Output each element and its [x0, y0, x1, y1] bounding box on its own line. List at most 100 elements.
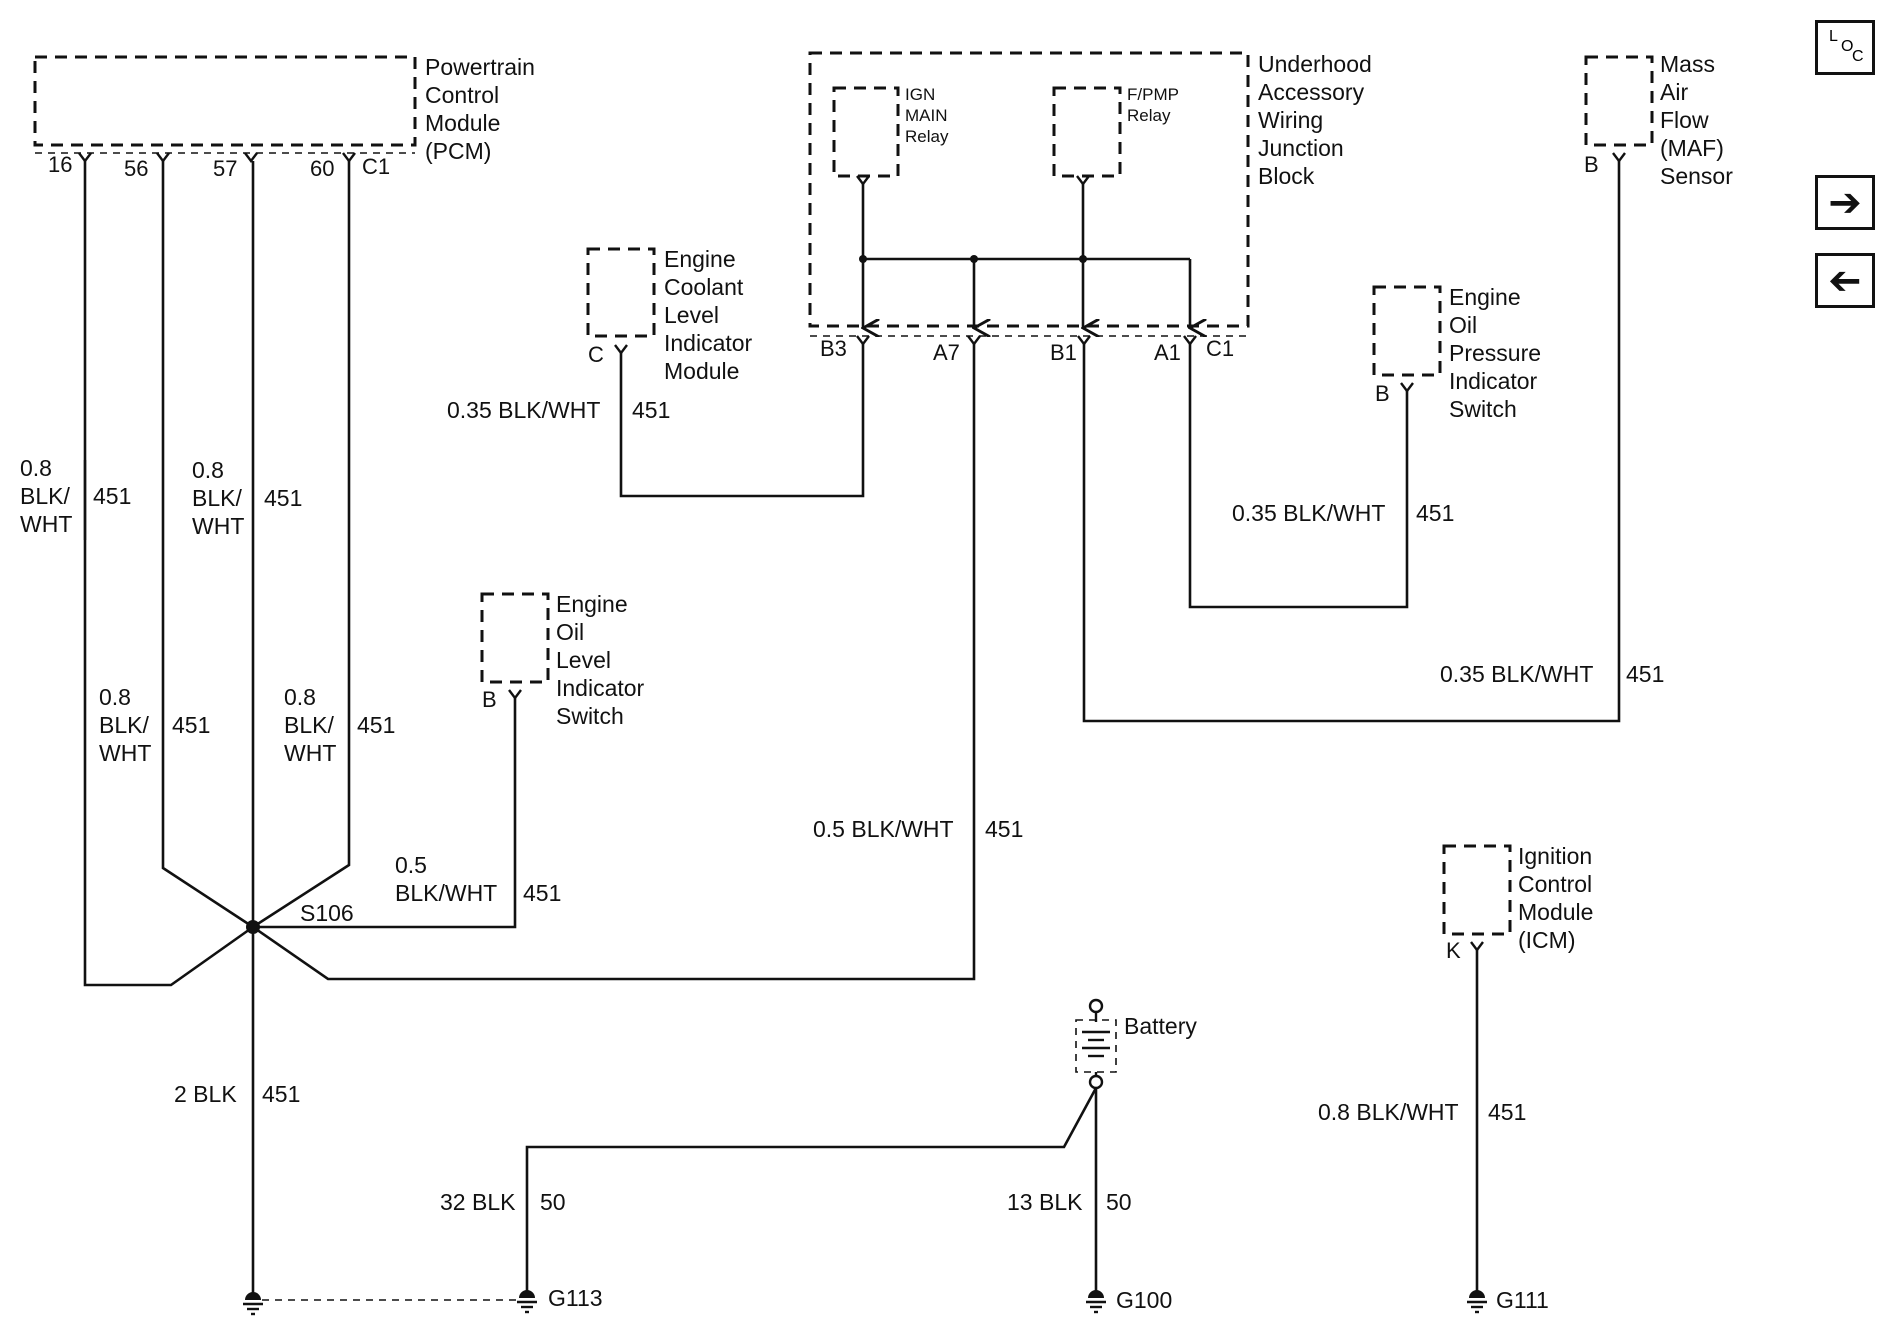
- svg-text:B3: B3: [820, 336, 847, 361]
- maf-sensor: Mass Air Flow (MAF) Sensor: [1584, 51, 1733, 189]
- svg-text:A1: A1: [1154, 340, 1181, 365]
- svg-text:BLK/WHT: BLK/WHT: [395, 880, 497, 906]
- icm-module: Ignition Control Module (ICM): [1442, 843, 1593, 953]
- svg-text:MAIN: MAIN: [905, 106, 948, 125]
- ground-label-g111: G111: [1496, 1287, 1549, 1313]
- svg-text:0.8: 0.8: [20, 455, 52, 481]
- svg-text:Relay: Relay: [1127, 106, 1171, 125]
- svg-text:Switch: Switch: [1449, 396, 1517, 422]
- svg-text:C1: C1: [1206, 336, 1234, 361]
- svg-text:Underhood: Underhood: [1258, 51, 1372, 77]
- svg-text:C: C: [588, 342, 604, 367]
- svg-text:B: B: [482, 687, 497, 712]
- svg-text:(ICM): (ICM): [1518, 927, 1575, 953]
- svg-text:0.5 BLK/WHT: 0.5 BLK/WHT: [813, 816, 954, 842]
- svg-text:C1: C1: [362, 154, 390, 179]
- svg-text:0.8 BLK/WHT: 0.8 BLK/WHT: [1318, 1099, 1459, 1125]
- svg-text:WHT: WHT: [20, 511, 72, 537]
- svg-text:Accessory: Accessory: [1258, 79, 1365, 105]
- ground-g111-icon: [1467, 1290, 1487, 1314]
- svg-text:(MAF): (MAF): [1660, 135, 1724, 161]
- svg-text:BLK/: BLK/: [284, 712, 334, 738]
- locator-button[interactable]: L O C: [1815, 20, 1875, 75]
- svg-text:Indicator: Indicator: [556, 675, 645, 701]
- svg-text:16: 16: [48, 152, 72, 177]
- svg-text:451: 451: [632, 397, 670, 423]
- svg-text:451: 451: [523, 880, 561, 906]
- battery: Battery: [1075, 998, 1197, 1090]
- ground-symbols: G113 G100 G111: [243, 1285, 1549, 1316]
- svg-text:Indicator: Indicator: [664, 330, 753, 356]
- splice-s106: [246, 920, 260, 934]
- svg-text:0.5: 0.5: [395, 852, 427, 878]
- locator-icon: L O C: [1829, 27, 1864, 65]
- ground-main-icon: [243, 1292, 263, 1316]
- svg-text:Module: Module: [1518, 899, 1593, 925]
- svg-text:Air: Air: [1660, 79, 1688, 105]
- ground-g113-icon: [517, 1290, 537, 1314]
- svg-text:13 BLK: 13 BLK: [1007, 1189, 1083, 1215]
- svg-text:451: 451: [172, 712, 210, 738]
- svg-text:0.35 BLK/WHT: 0.35 BLK/WHT: [1440, 661, 1593, 687]
- pin-labels: 16 56 57 60 C1 B3 A7 B1 A1 C1 B C B B K: [48, 152, 1599, 963]
- svg-text:451: 451: [93, 483, 131, 509]
- svg-text:BLK/: BLK/: [192, 485, 242, 511]
- svg-text:Oil: Oil: [1449, 312, 1477, 338]
- splice-label: S106: [300, 900, 354, 926]
- svg-text:Ignition: Ignition: [1518, 843, 1592, 869]
- oil-pressure-switch: Engine Oil Pressure Indicator Switch: [1372, 284, 1541, 422]
- svg-text:Oil: Oil: [556, 619, 584, 645]
- svg-text:IGN: IGN: [905, 85, 935, 104]
- svg-text:B: B: [1375, 381, 1390, 406]
- next-page-button[interactable]: ➔: [1815, 175, 1875, 230]
- pcm-module: Powertrain Control Module (PCM): [33, 54, 535, 164]
- svg-text:BLK/: BLK/: [20, 483, 70, 509]
- svg-text:A7: A7: [933, 340, 960, 365]
- svg-text:Switch: Switch: [556, 703, 624, 729]
- svg-text:0.35 BLK/WHT: 0.35 BLK/WHT: [447, 397, 600, 423]
- svg-text:B: B: [1584, 152, 1599, 177]
- left-arrow-icon: ➔: [1828, 257, 1862, 304]
- svg-text:Control: Control: [1518, 871, 1592, 897]
- svg-text:32 BLK: 32 BLK: [440, 1189, 516, 1215]
- svg-text:Engine: Engine: [664, 246, 736, 272]
- wire-labels: 0.8 BLK/ WHT 451 0.8 BLK/ WHT 451 0.8 BL…: [20, 397, 1664, 1215]
- svg-text:Control: Control: [425, 82, 499, 108]
- svg-text:Powertrain: Powertrain: [425, 54, 535, 80]
- ground-label-g113: G113: [548, 1285, 603, 1311]
- svg-text:Module: Module: [664, 358, 739, 384]
- svg-text:Coolant: Coolant: [664, 274, 744, 300]
- coolant-level-module: Engine Coolant Level Indicator Module: [586, 246, 753, 384]
- svg-text:451: 451: [1488, 1099, 1526, 1125]
- junction-block: Underhood Accessory Wiring Junction Bloc…: [808, 51, 1372, 337]
- svg-text:451: 451: [985, 816, 1023, 842]
- svg-text:57: 57: [213, 156, 237, 181]
- svg-text:B1: B1: [1050, 340, 1077, 365]
- svg-text:56: 56: [124, 156, 148, 181]
- svg-text:50: 50: [1106, 1189, 1132, 1215]
- svg-text:50: 50: [540, 1189, 566, 1215]
- svg-text:Battery: Battery: [1124, 1013, 1197, 1039]
- svg-text:0.8: 0.8: [99, 684, 131, 710]
- oil-level-switch: Engine Oil Level Indicator Switch: [480, 591, 645, 729]
- svg-text:451: 451: [264, 485, 302, 511]
- previous-page-button[interactable]: ➔: [1815, 253, 1875, 308]
- svg-text:451: 451: [1416, 500, 1454, 526]
- svg-text:(PCM): (PCM): [425, 138, 491, 164]
- svg-text:451: 451: [357, 712, 395, 738]
- svg-text:K: K: [1446, 938, 1461, 963]
- svg-text:451: 451: [1626, 661, 1664, 687]
- svg-text:0.8: 0.8: [284, 684, 316, 710]
- svg-text:Wiring: Wiring: [1258, 107, 1323, 133]
- svg-text:Module: Module: [425, 110, 500, 136]
- svg-text:Sensor: Sensor: [1660, 163, 1733, 189]
- svg-text:Block: Block: [1258, 163, 1315, 189]
- ign-main-relay: IGN MAIN Relay: [832, 85, 949, 178]
- svg-text:F/PMP: F/PMP: [1127, 85, 1179, 104]
- svg-text:Engine: Engine: [556, 591, 628, 617]
- svg-text:Level: Level: [556, 647, 611, 673]
- ground-g100-icon: [1086, 1290, 1106, 1314]
- svg-text:2 BLK: 2 BLK: [174, 1081, 237, 1107]
- svg-text:451: 451: [262, 1081, 300, 1107]
